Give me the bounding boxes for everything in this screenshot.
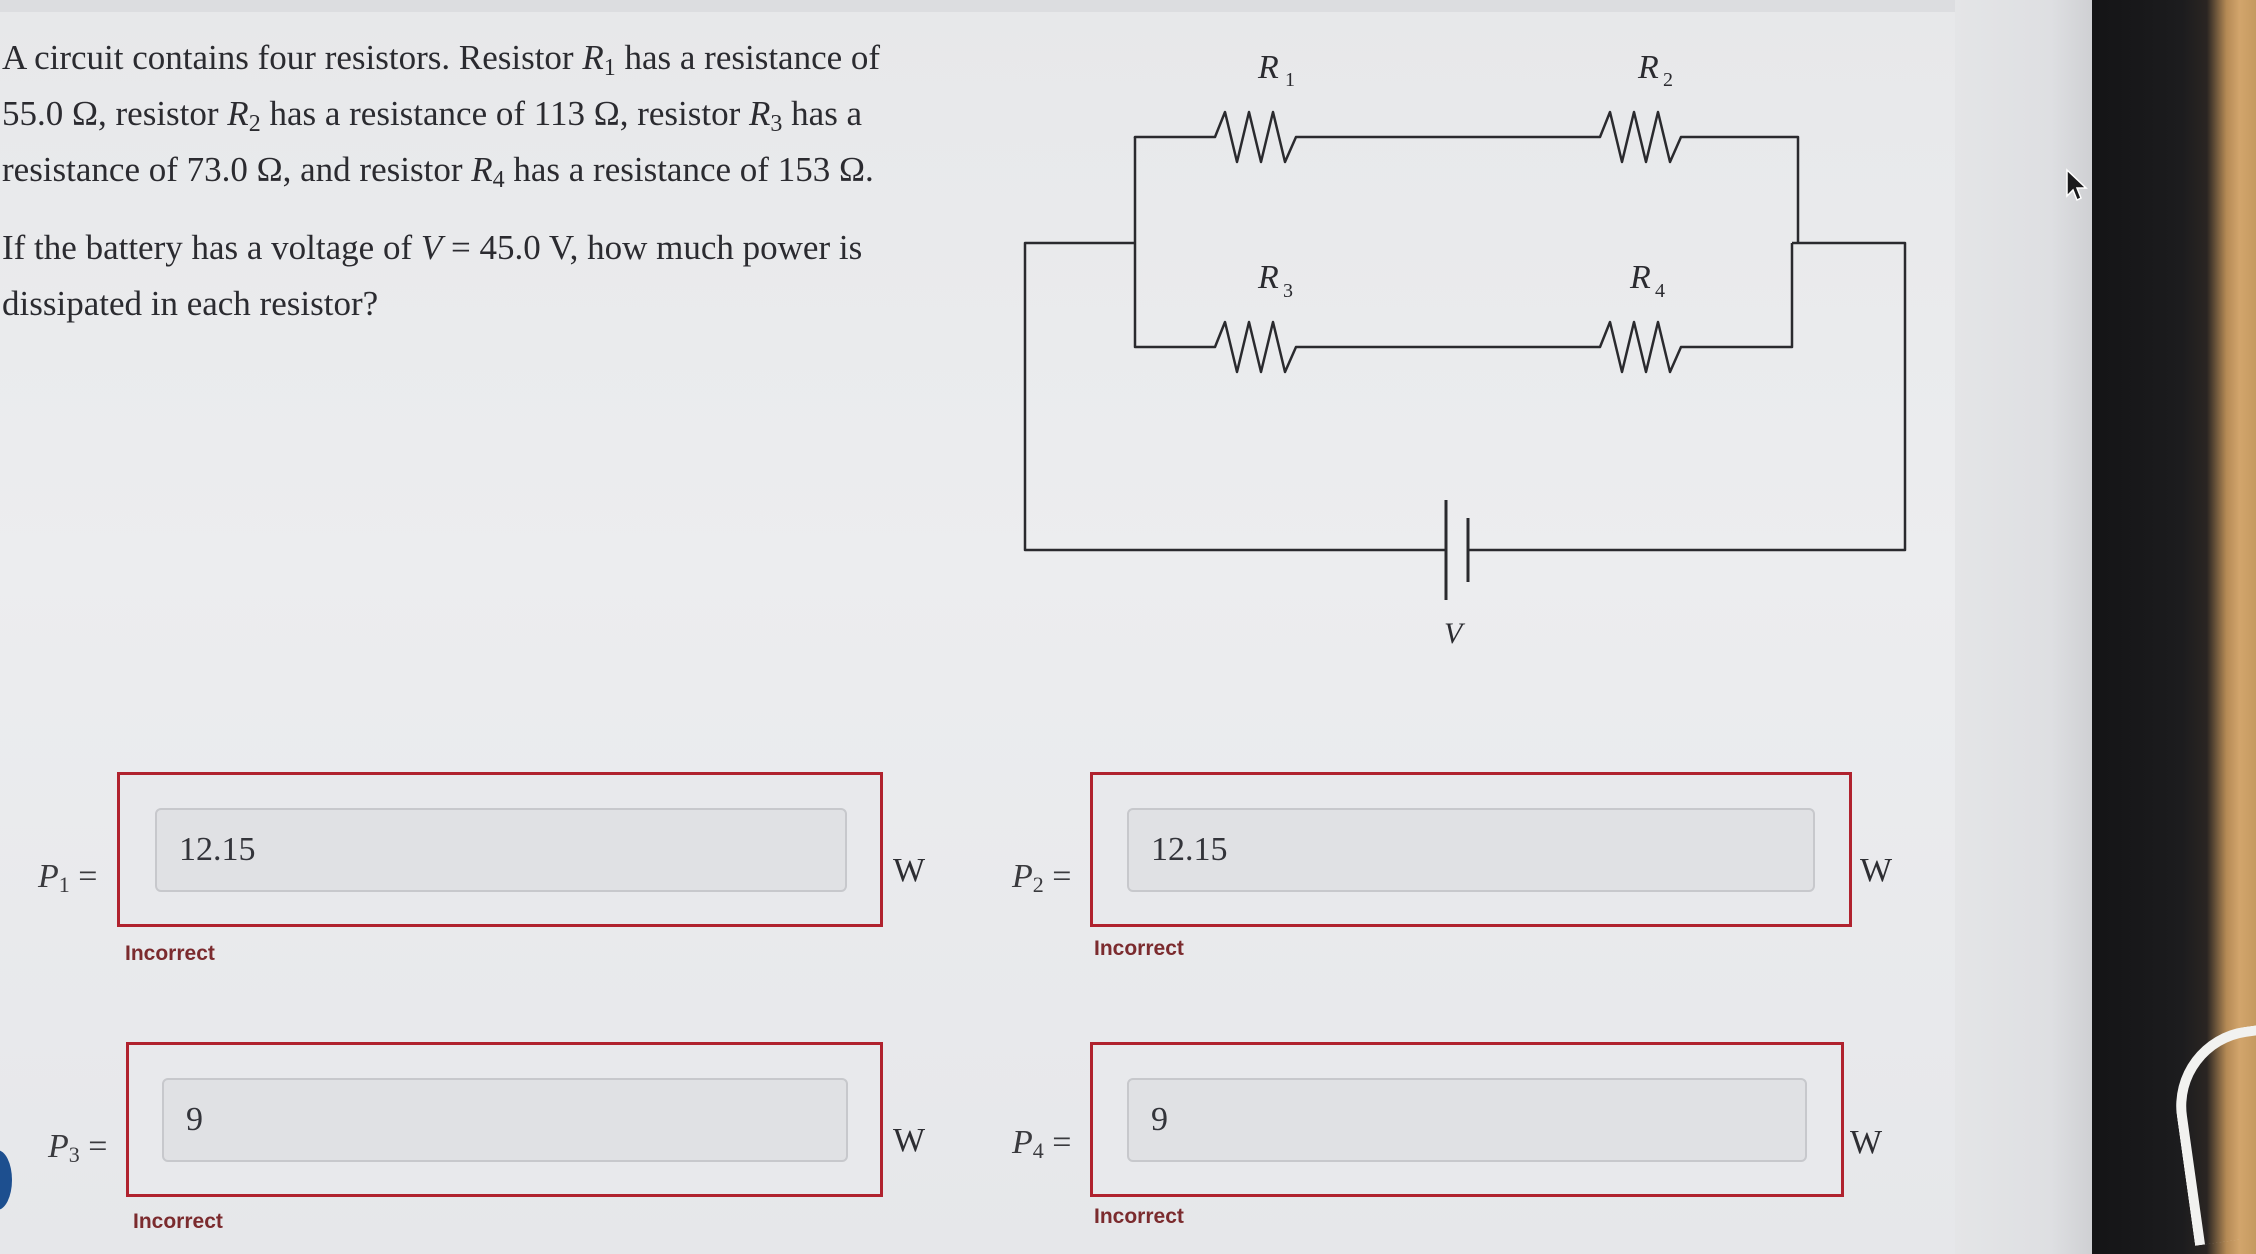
p4-answer-input[interactable]: 9 bbox=[1127, 1078, 1807, 1162]
r4-subscript: 4 bbox=[1655, 280, 1665, 302]
top-branch-wire bbox=[1133, 110, 1800, 243]
bottom-branch-wire bbox=[1133, 137, 1794, 374]
p4-feedback: Incorrect bbox=[1094, 1205, 1184, 1228]
circuit-wires bbox=[1023, 110, 1907, 552]
r3-subscript: 3 bbox=[1283, 280, 1293, 302]
left-outer-wire bbox=[1023, 241, 1446, 552]
r3-label: R bbox=[1257, 259, 1279, 296]
p1-unit: W bbox=[893, 852, 926, 889]
r2-subscript: 2 bbox=[1663, 69, 1673, 91]
r1-subscript: 1 bbox=[1285, 69, 1295, 91]
p1-feedback: Incorrect bbox=[125, 942, 215, 965]
p2-feedback: Incorrect bbox=[1094, 937, 1184, 960]
r1-label: R bbox=[1257, 49, 1279, 86]
side-indicator bbox=[0, 1150, 12, 1210]
problem-page: A circuit contains four resistors. Resis… bbox=[0, 0, 1955, 1254]
battery-symbol bbox=[1444, 500, 1470, 600]
question-paragraph-1: A circuit contains four resistors. Resis… bbox=[2, 38, 881, 193]
p1-label: P1 = bbox=[38, 858, 98, 897]
p2-label: P2 = bbox=[1012, 858, 1072, 897]
mouse-pointer-icon bbox=[2066, 168, 2088, 202]
p3-answer-input[interactable]: 9 bbox=[162, 1078, 848, 1162]
p4-unit: W bbox=[1850, 1124, 1883, 1161]
screen-margin bbox=[1955, 0, 2092, 1254]
top-divider bbox=[0, 0, 1955, 12]
p3-feedback: Incorrect bbox=[133, 1210, 223, 1233]
p2-unit: W bbox=[1860, 852, 1893, 889]
r4-label: R bbox=[1629, 259, 1651, 296]
r2-label: R bbox=[1637, 49, 1659, 86]
question-text: A circuit contains four resistors. Resis… bbox=[2, 30, 942, 332]
circuit-diagram: R 1 R 2 R 3 R 4 V bbox=[1023, 49, 1907, 650]
p2-answer-input[interactable]: 12.15 bbox=[1127, 808, 1815, 892]
right-outer-wire bbox=[1468, 241, 1907, 552]
p1-answer-input[interactable]: 12.15 bbox=[155, 808, 847, 892]
p4-label: P4 = bbox=[1012, 1124, 1072, 1163]
p3-unit: W bbox=[893, 1122, 926, 1159]
battery-label: V bbox=[1444, 617, 1466, 650]
p3-label: P3 = bbox=[48, 1128, 108, 1167]
monitor-bezel bbox=[2092, 0, 2256, 1254]
question-paragraph-2: If the battery has a voltage of V = 45.0… bbox=[2, 228, 863, 323]
